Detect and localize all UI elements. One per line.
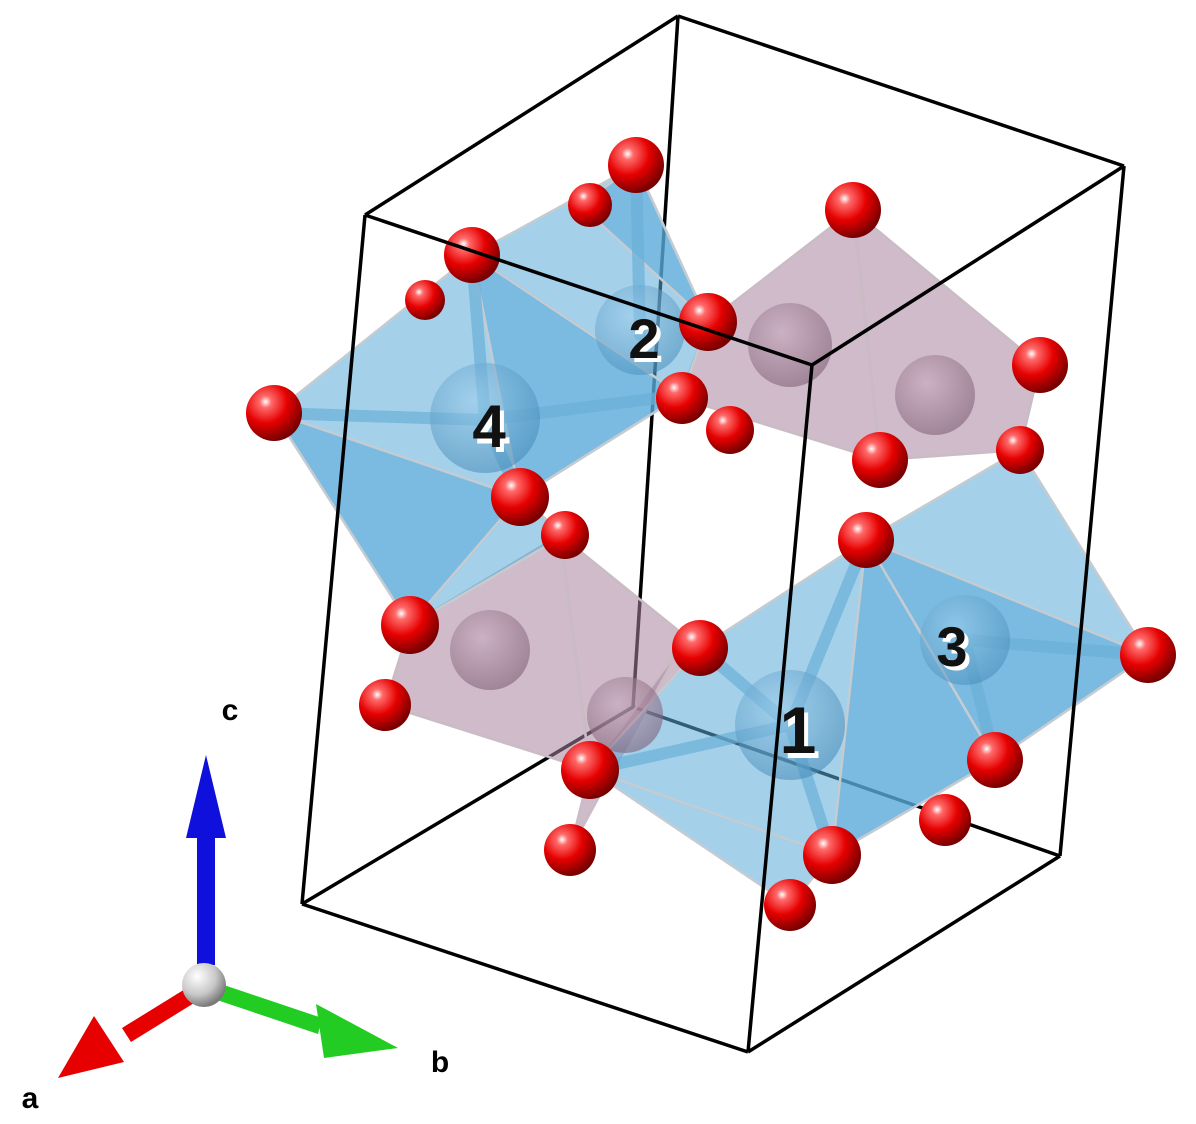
svg-text:1: 1 <box>780 693 817 767</box>
site-label-1: 1 1 <box>780 693 821 772</box>
cations <box>430 285 1010 780</box>
octahedra <box>272 163 1150 907</box>
axis-triad: c b a <box>22 694 450 1115</box>
svg-text:4: 4 <box>472 393 506 460</box>
site-labels: 4 4 2 2 3 3 1 1 <box>472 307 971 772</box>
axis-origin <box>182 963 226 1007</box>
b-axis-label: b <box>431 1046 449 1079</box>
a-axis-label: a <box>22 1082 39 1115</box>
unit-cell-front <box>300 164 1126 1054</box>
a-axis-arrow <box>58 986 199 1078</box>
b-axis-arrow <box>211 982 398 1058</box>
svg-text:1: 1 <box>784 698 821 772</box>
site-label-3: 3 3 <box>936 615 971 682</box>
svg-text:2: 2 <box>628 307 659 370</box>
oxygen-atoms <box>246 137 1176 931</box>
svg-text:3: 3 <box>936 615 967 678</box>
svg-text:4: 4 <box>476 398 510 465</box>
c-axis-label: c <box>222 694 239 727</box>
svg-text:3: 3 <box>940 619 971 682</box>
site-label-2: 2 2 <box>628 307 663 374</box>
svg-text:2: 2 <box>632 311 663 374</box>
c-axis-arrow <box>186 755 226 965</box>
site-label-4: 4 4 <box>472 393 510 465</box>
